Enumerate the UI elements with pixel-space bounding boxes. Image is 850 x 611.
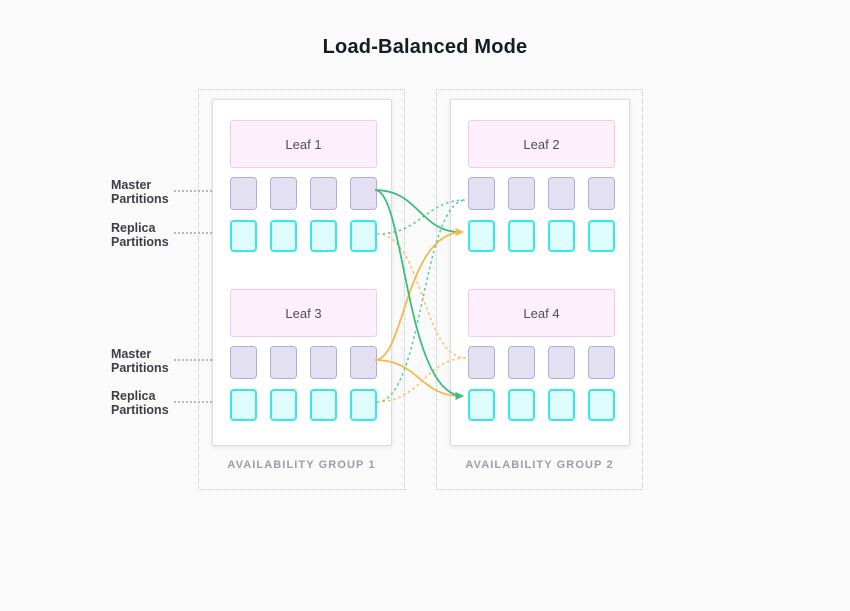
replica-partition	[230, 220, 257, 252]
leaf-2-header: Leaf 2	[468, 120, 615, 168]
master-partition	[310, 346, 337, 379]
replica-partition	[508, 389, 535, 421]
master-partition	[468, 177, 495, 210]
master-partition	[548, 177, 575, 210]
replica-partition	[468, 220, 495, 252]
availability-group-1: Leaf 1 Leaf 3 AVAILABILITY GROUP 1	[198, 89, 405, 490]
leaf-3-replica-row	[230, 389, 377, 421]
leaf-2-section: Leaf 2	[468, 120, 615, 252]
leaf-3-section: Leaf 3	[230, 289, 377, 421]
leaf-4-section: Leaf 4	[468, 289, 615, 421]
leaf-3-header: Leaf 3	[230, 289, 377, 337]
master-partition	[310, 177, 337, 210]
master-partition	[468, 346, 495, 379]
availability-group-1-caption: AVAILABILITY GROUP 1	[227, 459, 376, 471]
replica-partition	[270, 389, 297, 421]
replica-partitions-label: Replica Partitions	[111, 389, 169, 417]
replica-partition	[350, 220, 377, 252]
replica-partition	[310, 220, 337, 252]
replica-partition	[588, 389, 615, 421]
replica-partition	[230, 389, 257, 421]
replica-partition	[548, 389, 575, 421]
master-partition	[508, 346, 535, 379]
master-partition	[270, 177, 297, 210]
leaf-host-card: Leaf 2 Leaf 4	[450, 99, 630, 446]
leaf-2-replica-row	[468, 220, 615, 252]
availability-group-2: Leaf 2 Leaf 4 AVAILABILITY GROUP 2	[436, 89, 643, 490]
replica-partition	[548, 220, 575, 252]
replica-partition	[588, 220, 615, 252]
leaf-1-section: Leaf 1	[230, 120, 377, 252]
master-partition	[588, 177, 615, 210]
leaf-4-master-row	[468, 346, 615, 379]
leaf-4-header: Leaf 4	[468, 289, 615, 337]
master-partition	[230, 177, 257, 210]
replica-partition	[468, 389, 495, 421]
diagram-title: Load-Balanced Mode	[322, 36, 528, 58]
replica-partition	[310, 389, 337, 421]
replica-partition	[270, 220, 297, 252]
leaf-2-master-row	[468, 177, 615, 210]
master-partition	[588, 346, 615, 379]
replica-partition	[508, 220, 535, 252]
leaf-1-replica-row	[230, 220, 377, 252]
leader-line	[174, 359, 228, 361]
leader-line	[174, 401, 228, 403]
availability-group-2-caption: AVAILABILITY GROUP 2	[465, 459, 614, 471]
leaf-1-master-row	[230, 177, 377, 210]
leader-line	[174, 232, 228, 234]
master-partitions-label: Master Partitions	[111, 347, 169, 375]
leader-line	[174, 190, 228, 192]
leaf-4-replica-row	[468, 389, 615, 421]
leaf-1-header: Leaf 1	[230, 120, 377, 168]
master-partition	[508, 177, 535, 210]
leaf-3-master-row	[230, 346, 377, 379]
replica-partition	[350, 389, 377, 421]
leaf-host-card: Leaf 1 Leaf 3	[212, 99, 392, 446]
master-partition	[548, 346, 575, 379]
master-partition	[350, 177, 377, 210]
master-partition	[230, 346, 257, 379]
replica-partitions-label: Replica Partitions	[111, 221, 169, 249]
master-partition	[270, 346, 297, 379]
master-partitions-label: Master Partitions	[111, 178, 169, 206]
master-partition	[350, 346, 377, 379]
